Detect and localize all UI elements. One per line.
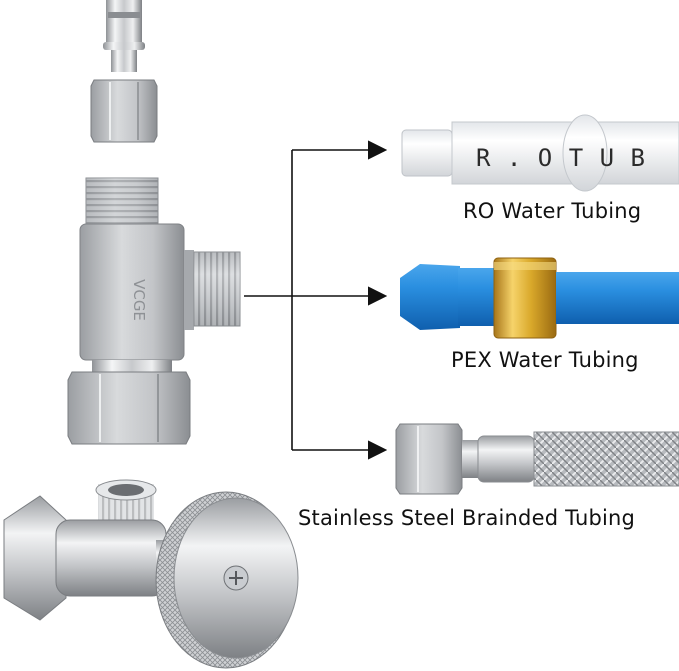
tee-valve: VCGE — [67, 177, 241, 445]
ro-tubing-image: R . O T U B — [401, 114, 679, 192]
braided-tubing-image — [395, 423, 679, 495]
svg-text:VCGE: VCGE — [130, 279, 148, 321]
ro-tube-print: R . O T U B — [476, 144, 646, 172]
angle-stop-valve — [3, 479, 299, 669]
pex-water-tubing-label: PEX Water Tubing — [451, 348, 639, 372]
top-supply-fitting — [90, 0, 158, 143]
branch-connector — [244, 140, 388, 460]
pex-tubing-image — [400, 257, 679, 339]
ro-water-tubing-label: RO Water Tubing — [463, 199, 642, 223]
stainless-steel-tubing-label: Stainless Steel Brainded Tubing — [298, 506, 636, 530]
